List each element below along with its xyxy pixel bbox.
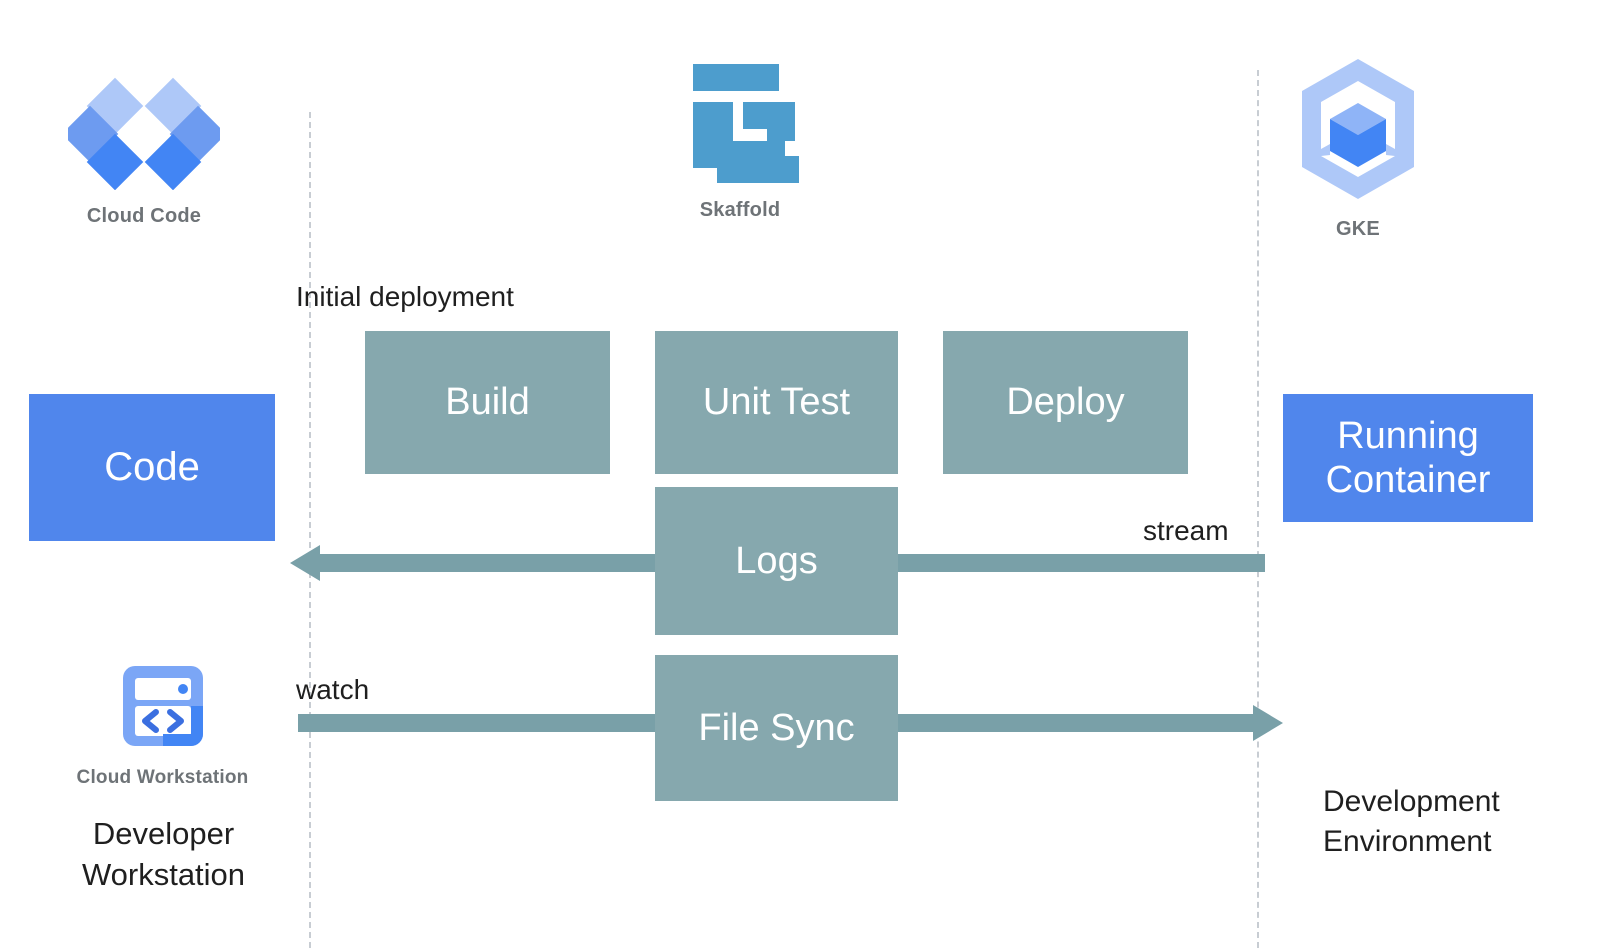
watch-label: watch — [296, 674, 370, 705]
developer-workstation-line2: Workstation — [81, 856, 246, 892]
initial-deployment-label: Initial deployment — [296, 281, 514, 312]
build-box-label: Build — [445, 381, 530, 423]
build-box: Build — [365, 331, 610, 474]
development-environment-line1: Development — [1323, 785, 1500, 818]
development-environment-label: Development Environment — [1323, 782, 1500, 861]
cloud-workstation-code-window-icon — [117, 660, 209, 757]
deploy-box: Deploy — [943, 331, 1188, 474]
gke-logo-group: GKE — [1258, 55, 1458, 241]
running-container-label-line1: Running — [1337, 414, 1479, 457]
unit-test-box: Unit Test — [655, 331, 898, 474]
running-container-box: Running Container — [1283, 394, 1533, 522]
developer-workstation-label: Developer Workstation — [56, 814, 271, 896]
workstation-boundary-line — [309, 112, 311, 948]
file-sync-box: File Sync — [655, 655, 898, 801]
skaffold-logo-group: Skaffold — [640, 60, 840, 222]
unit-test-box-label: Unit Test — [702, 381, 851, 423]
cloud-code-label: Cloud Code — [86, 205, 202, 227]
environment-boundary-line — [1257, 70, 1259, 948]
logs-box: Logs — [655, 487, 898, 635]
cloud-code-diamonds-icon — [61, 72, 227, 195]
gke-hexagon-cube-icon — [1294, 55, 1422, 208]
development-environment-line2: Environment — [1323, 824, 1492, 858]
code-box: Code — [29, 394, 275, 541]
skaffold-s-icon — [681, 60, 803, 189]
cloud-workstation-label: Cloud Workstation — [76, 767, 249, 788]
file-sync-box-label: File Sync — [698, 706, 855, 749]
cloud-workstation-logo-group: Cloud Workstation — [60, 660, 265, 789]
cloud-code-logo-group: Cloud Code — [44, 72, 244, 228]
skaffold-label: Skaffold — [699, 199, 781, 221]
gke-label: GKE — [1336, 218, 1380, 240]
stream-label: stream — [1143, 515, 1229, 546]
developer-workstation-line1: Developer — [92, 816, 235, 851]
deploy-box-label: Deploy — [1006, 381, 1125, 423]
code-box-label: Code — [104, 445, 200, 490]
running-container-label-line2: Container — [1325, 459, 1491, 501]
logs-box-label: Logs — [735, 539, 818, 582]
